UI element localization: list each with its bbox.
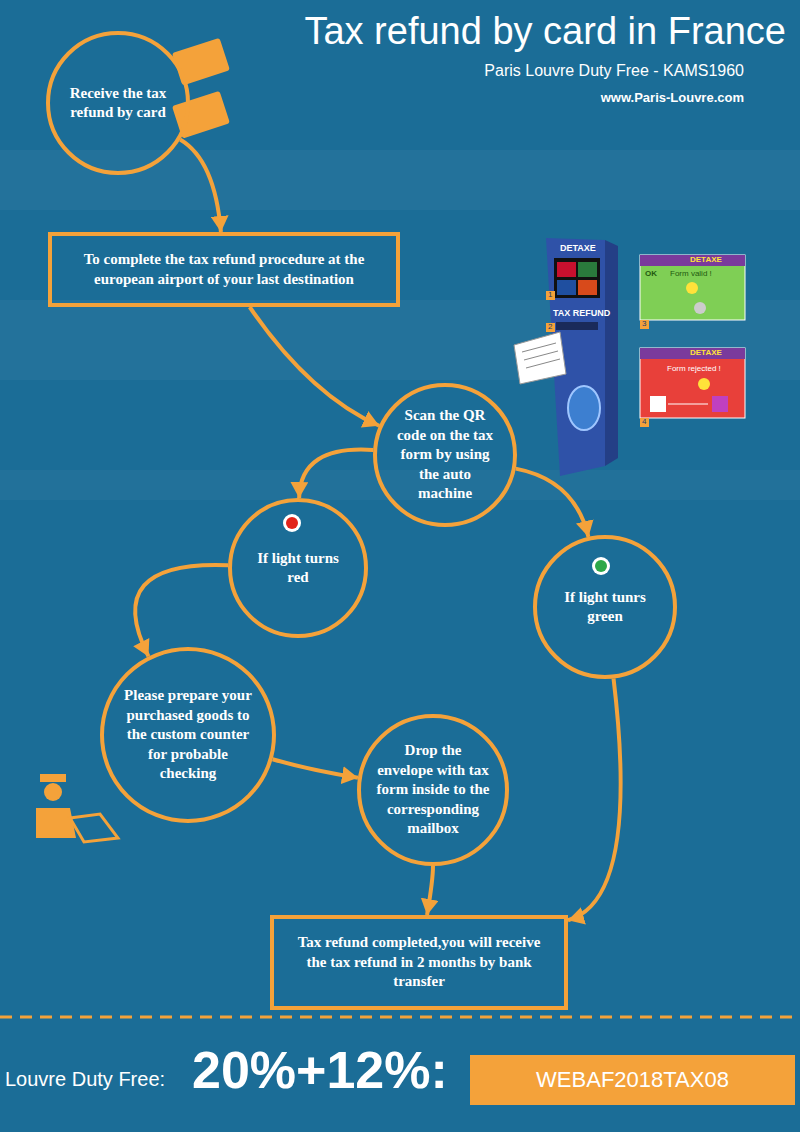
flow-arrow <box>427 866 433 915</box>
label-text: 3 <box>642 319 646 328</box>
node-text: If light turns red <box>256 549 340 588</box>
step-box: Tax refund completed,you will receive th… <box>270 915 568 1010</box>
flow-arrow <box>180 139 221 232</box>
coupon-box: WEBAF2018TAX08 <box>470 1055 795 1105</box>
title: Tax refund by card in France <box>304 10 786 53</box>
label-text: Form valid ! <box>670 269 712 278</box>
flow-arrow <box>299 450 373 498</box>
light-band <box>0 470 800 500</box>
label-text: 2 <box>548 322 552 331</box>
customs-officer-icon <box>36 774 118 842</box>
label-text: 4 <box>642 417 646 426</box>
label-text: DETAXE <box>560 243 596 253</box>
step-circle: Scan the QR code on the tax form by usin… <box>373 383 517 527</box>
label-text: TAX REFUND <box>553 308 610 318</box>
node-text: Please prepare your purchased goods to t… <box>121 686 255 784</box>
node-text: Receive the tax refund by card <box>66 84 170 123</box>
flow-arrow <box>516 469 589 537</box>
node-text: Scan the QR code on the tax form by usin… <box>393 406 497 504</box>
step-circle: If light turns red <box>228 498 368 638</box>
node-text: WEBAF2018TAX08 <box>536 1066 729 1095</box>
card-icon <box>172 38 230 139</box>
step-box: To complete the tax refund procedure at … <box>48 232 400 307</box>
label-text: 20%+12%: <box>192 1040 448 1100</box>
label-text: www.Paris-Louvre.com <box>601 90 744 105</box>
flow-arrow <box>250 307 380 426</box>
dashed-divider <box>0 1016 800 1019</box>
red-light <box>283 514 301 532</box>
step-circle: If light tunrs green <box>533 535 677 679</box>
kiosk-illustration <box>514 238 618 476</box>
flow-arrow <box>135 565 228 656</box>
label-text: DETAXE <box>690 348 722 357</box>
node-text: If light tunrs green <box>562 588 648 627</box>
label-text: 1 <box>548 290 552 299</box>
label-text: Louvre Duty Free: <box>5 1068 165 1091</box>
label-text: Form rejected ! <box>667 364 721 373</box>
step-circle: Drop the envelope with tax form inside t… <box>357 714 509 866</box>
step-circle: Receive the tax refund by card <box>46 31 190 175</box>
node-text: Tax refund completed,you will receive th… <box>292 933 546 992</box>
light-band <box>0 150 800 210</box>
screen-rejected <box>640 348 745 427</box>
screen-valid <box>640 255 745 329</box>
flow-arrow <box>568 678 621 920</box>
node-text: Drop the envelope with tax form inside t… <box>375 741 491 839</box>
label-text: OK <box>645 269 657 278</box>
flow-arrow <box>273 759 358 778</box>
step-circle: Please prepare your purchased goods to t… <box>100 647 276 823</box>
green-light <box>592 557 610 575</box>
label-text: DETAXE <box>690 255 722 264</box>
node-text: To complete the tax refund procedure at … <box>70 250 378 289</box>
label-text: Paris Louvre Duty Free - KAMS1960 <box>484 62 744 80</box>
